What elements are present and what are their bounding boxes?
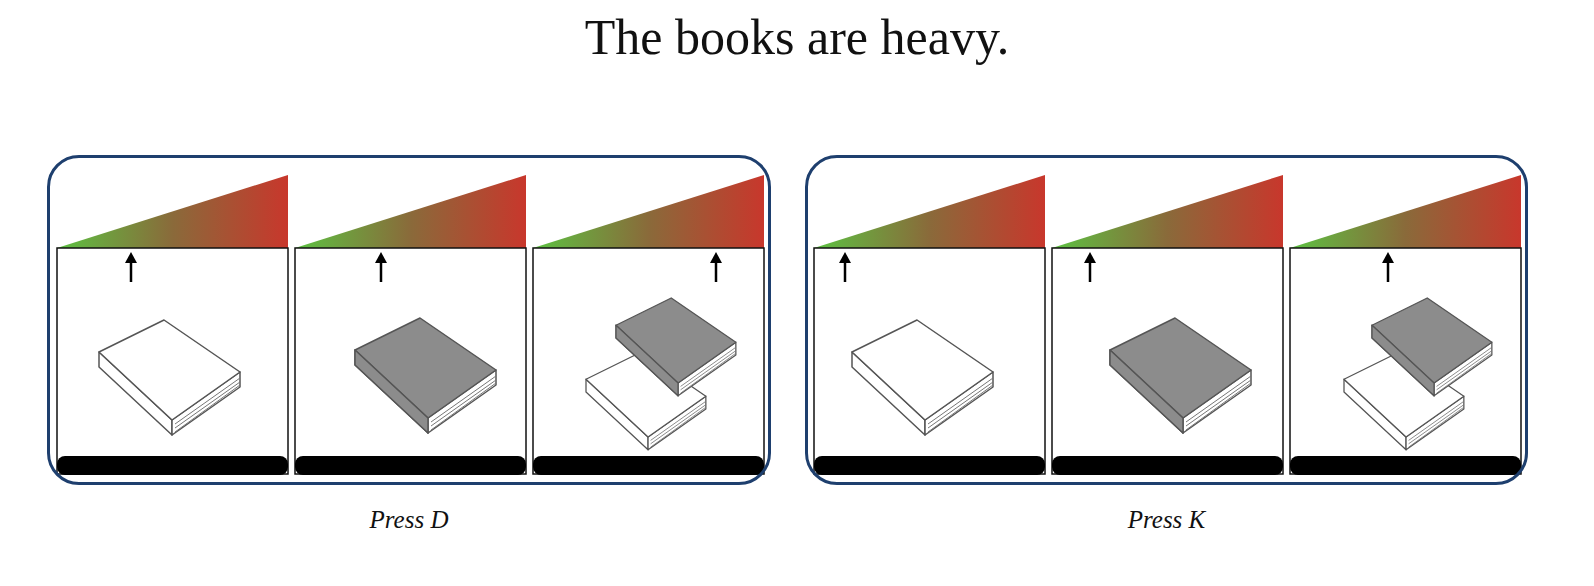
title: The books are heavy. bbox=[0, 8, 1594, 66]
key-caption: Press K bbox=[808, 506, 1525, 534]
key-caption: Press D bbox=[50, 506, 768, 534]
choice-panel: Press D bbox=[47, 155, 771, 485]
choice-panel: Press K bbox=[805, 155, 1528, 485]
